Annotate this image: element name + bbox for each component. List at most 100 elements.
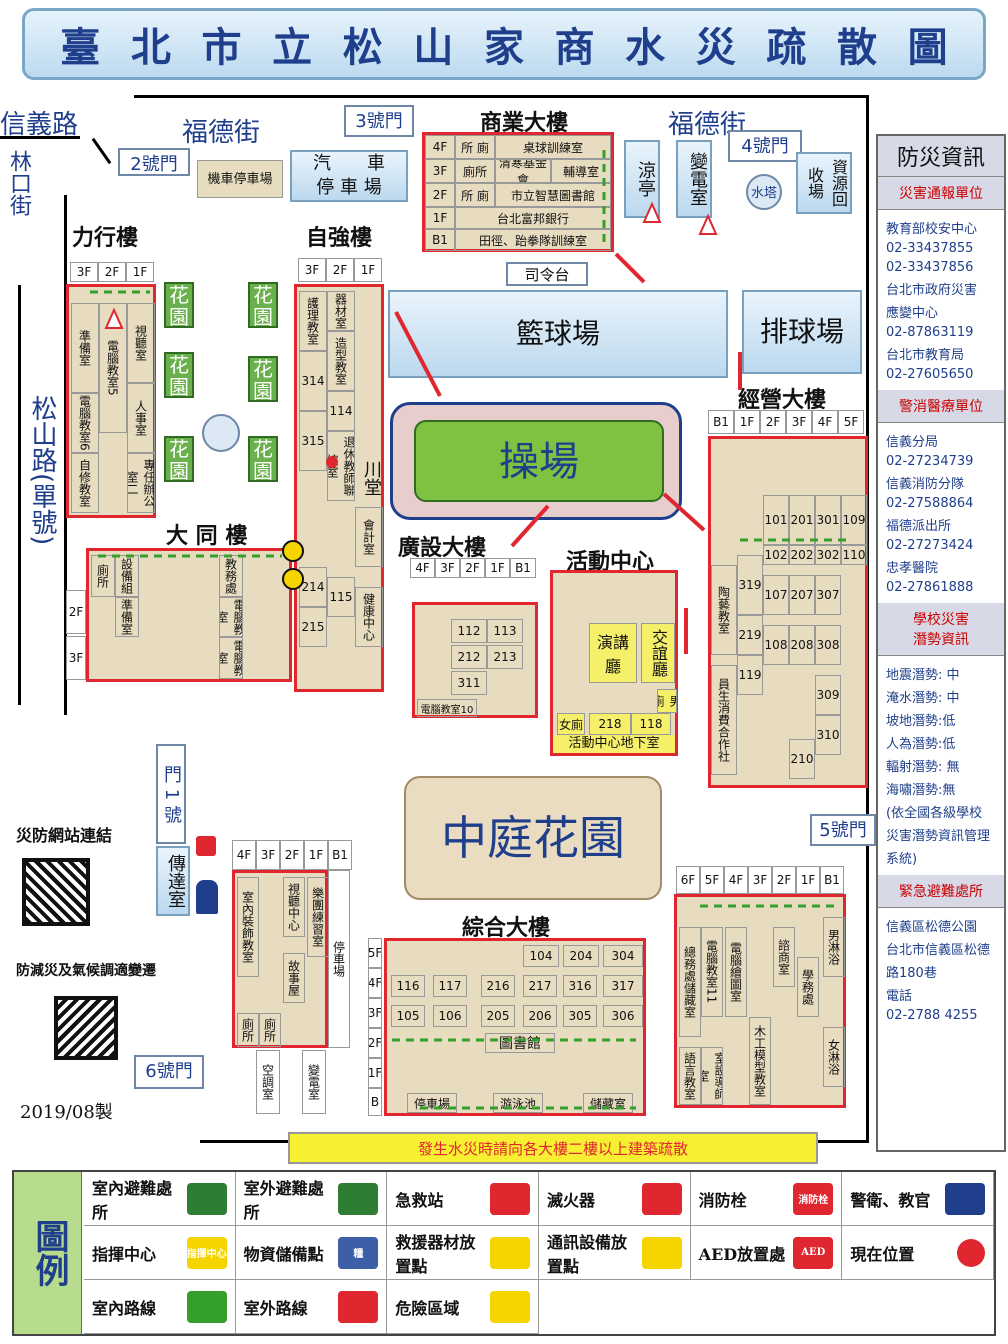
room: 護理教室 (299, 291, 327, 351)
rescue-tools-icon (489, 1236, 530, 1269)
room: 317 (603, 975, 643, 997)
ziqiang-floor-row: 3F 2F 1F (298, 258, 384, 282)
room: 309 (815, 675, 841, 715)
legend-label: 急救站 (395, 1190, 444, 1210)
legend-label: 通訊設備放置點 (547, 1232, 628, 1276)
street-fude-left: 福德街 (182, 118, 261, 148)
floor-label: 3F (435, 558, 460, 578)
floor-label: 2F (760, 410, 786, 434)
legend-label: 室內路線 (92, 1298, 157, 1318)
moto-parking: 機車停車場 (197, 160, 283, 198)
room: 212 (451, 645, 487, 669)
floor-label: 4F (368, 968, 382, 998)
guard-icon (196, 880, 218, 914)
title-char: 市 (201, 24, 242, 71)
floor-label: 2F (66, 590, 86, 634)
gate-6: 6號門 (134, 1055, 204, 1089)
flood-warning-banner: 發生水災時請向各大樓二樓以上建築疏散 (288, 1132, 818, 1164)
legend-label: 物資儲備點 (243, 1244, 324, 1264)
floor-label: 2F (326, 258, 354, 282)
room: 室設導師室 (701, 1047, 723, 1105)
room: 302 (815, 545, 841, 565)
room: 總務處儲藏室 (679, 927, 701, 1037)
datong-label: 大 同 樓 (166, 524, 248, 549)
gate-1: 門 1 號 (156, 744, 186, 844)
ziqiang-label: 自強樓 (306, 226, 373, 251)
indoor-route-icon (186, 1290, 227, 1323)
panel-line: 教育部校安中心 (886, 222, 978, 237)
garden: 花園 (248, 436, 278, 482)
room: 205 (481, 1005, 515, 1027)
room: 104 (523, 945, 559, 967)
danger-icon (698, 213, 718, 235)
floor-label: B1 (328, 840, 352, 870)
legend-label: 指揮中心 (92, 1244, 157, 1264)
room: 室內裝飾教室 (237, 877, 259, 977)
panel-section-heading: 學校災害 潛勢資訊 (878, 603, 1004, 656)
qr-code-icon (54, 996, 118, 1060)
floor-label: 6F (676, 866, 700, 894)
gate-4: 4號門 (728, 130, 802, 162)
floor-label: 1F (425, 207, 455, 229)
guangshe-floor-row: 4F 3F 2F 1F B1 (410, 558, 536, 578)
panel-line: 02-2788 4255 (886, 1008, 978, 1023)
street-xinyi: 信義路 (0, 110, 79, 140)
title-char: 商 (554, 24, 595, 71)
room: 218 (589, 713, 631, 735)
room: 健康中心 (355, 587, 383, 647)
panel-line: 坡地潛勢:低 (886, 714, 956, 729)
room: 市立智慧圖書館 (495, 183, 611, 207)
room: 電腦教室10 (417, 699, 477, 717)
floor-label: 3F (425, 159, 455, 183)
road-inner-left (64, 195, 67, 715)
floor-label: 1F (734, 410, 760, 434)
panel-line: 應變中心 (886, 306, 939, 321)
rescue-tools-icon (282, 540, 304, 562)
legend-grid: 室內避難處所室外避難處所急救站滅火器消防栓消防栓警衛、教官指揮中心指揮中心物資儲… (84, 1172, 994, 1334)
legend-item: 危險區域 (387, 1280, 539, 1334)
panel-line: 信義分局 (886, 435, 939, 450)
reception-room: 傳達室 (156, 846, 190, 916)
command-center-icon: 指揮中心 (186, 1236, 227, 1269)
street-linkou: 林口街 (6, 150, 31, 216)
legend-label: 室內避難處所 (92, 1178, 173, 1222)
legend-label: 消防栓 (698, 1190, 747, 1210)
room: 301 (815, 495, 841, 545)
panel-line: 災害潛勢資訊管理 (886, 829, 991, 844)
panel-section-heading: 災害通報單位 (878, 177, 1004, 210)
room: 311 (451, 671, 487, 695)
room: 315 (299, 411, 327, 471)
room: 男廁 (657, 689, 677, 713)
outdoor-route-arrow (510, 504, 550, 548)
panel-line: 信義區松德公園 (886, 920, 978, 935)
legend-item: 現在位置 (842, 1226, 994, 1280)
legend-item: 急救站 (387, 1172, 539, 1226)
production-date: 2019/08製 (20, 1102, 113, 1123)
panel-line: 路180巷 (886, 966, 937, 981)
panel-line: 海嘯潛勢:無 (886, 783, 956, 798)
legend-label: 現在位置 (850, 1244, 915, 1264)
panel-section-heading: 緊急避難處所 (878, 875, 1004, 908)
room: 113 (487, 619, 523, 643)
legend-item: 室內避難處所 (84, 1172, 236, 1226)
room: 電腦教室6 (71, 393, 99, 453)
floor-label: 4F (425, 135, 455, 159)
radio-icon (641, 1236, 682, 1269)
room: 田徑、跆拳隊訓練室 (455, 229, 611, 251)
hallway-label: 川堂 (361, 460, 382, 496)
legend-label: 救援器材放置點 (395, 1232, 476, 1276)
legend-item: 室內路線 (84, 1280, 236, 1334)
room: 110 (841, 545, 867, 565)
floor-label: 1F (485, 558, 510, 578)
title-char: 北 (130, 24, 171, 71)
gate-5: 5號門 (810, 814, 876, 846)
floor-label: B1 (708, 410, 734, 434)
room: 自修教室 (71, 453, 99, 513)
panel-line: 人為潛勢:低 (886, 737, 956, 752)
road-left-top (0, 136, 80, 139)
legend-item: 滅火器 (539, 1172, 691, 1226)
lixing-floor-row: 3F 2F 1F (70, 262, 156, 282)
room: 演講廳 (589, 623, 637, 683)
